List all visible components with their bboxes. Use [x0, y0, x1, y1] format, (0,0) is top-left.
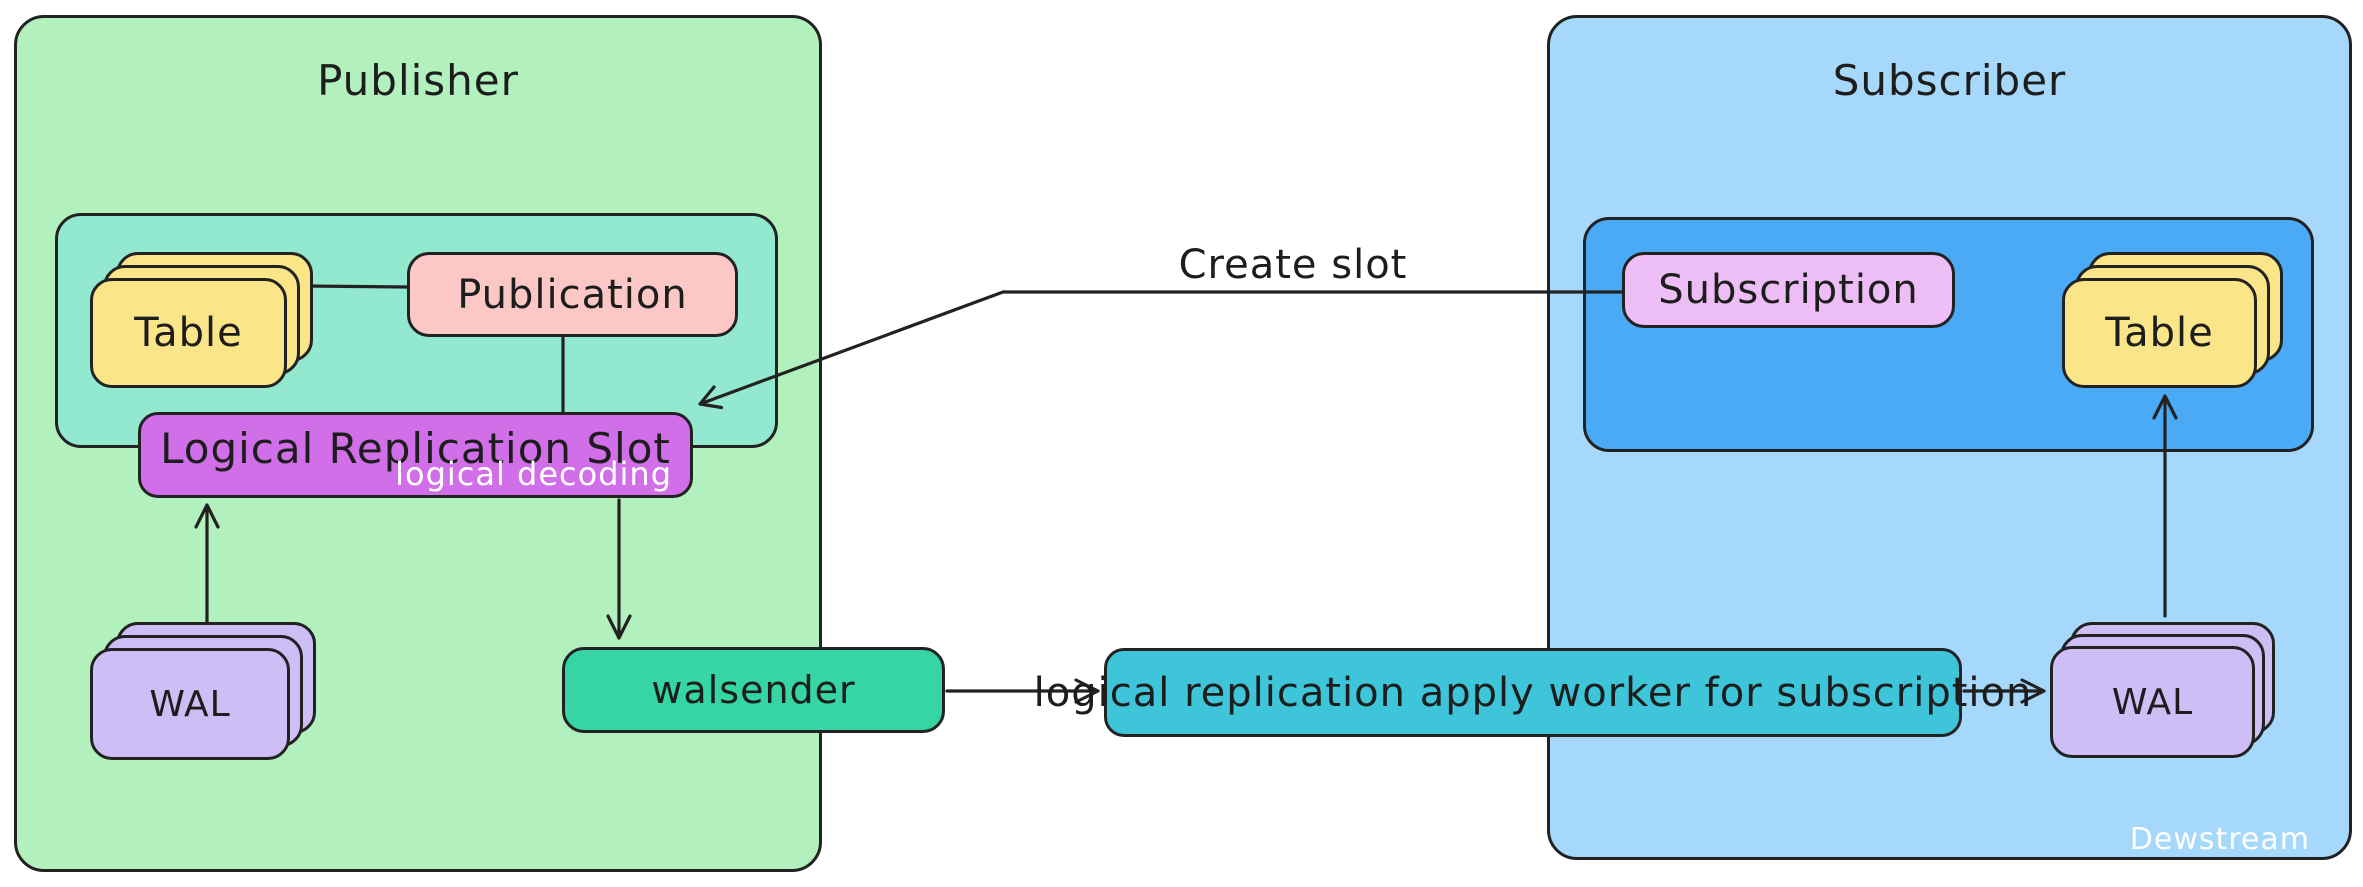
- table-card-front: Table: [2062, 278, 2257, 388]
- publication-node: Publication: [407, 252, 738, 337]
- walsender-label: walsender: [651, 668, 856, 712]
- table-label: Table: [134, 310, 243, 356]
- publisher-title: Publisher: [317, 56, 519, 105]
- subscription-node: Subscription: [1622, 252, 1955, 328]
- subscriber-title: Subscriber: [1832, 56, 2067, 105]
- subscriber-table-stack: Table: [2062, 252, 2283, 388]
- slot-sublabel: logical decoding: [395, 455, 672, 493]
- wal-card-front: WAL: [90, 648, 290, 760]
- table-card-front: Table: [90, 278, 287, 388]
- slot-label: Logical Replication Slot: [160, 423, 671, 473]
- publication-label: Publication: [457, 271, 688, 318]
- logical-replication-slot-node: Logical Replication Slot logical decodin…: [138, 412, 693, 498]
- publisher-wal-stack: WAL: [90, 622, 316, 760]
- apply-worker-node: logical replication apply worker for sub…: [1034, 648, 2031, 737]
- wal-card-front: WAL: [2050, 646, 2255, 758]
- subscription-label: Subscription: [1658, 267, 1919, 313]
- subscriber-wal-stack: WAL: [2050, 622, 2275, 758]
- walsender-node: walsender: [562, 647, 945, 733]
- arrow-create-slot: [698, 290, 1624, 410]
- wal-label: WAL: [2111, 681, 2194, 723]
- wal-label: WAL: [149, 683, 231, 725]
- create-slot-label: Create slot: [1178, 242, 1408, 288]
- apply-worker-label: logical replication apply worker for sub…: [1033, 669, 2033, 716]
- publisher-table-stack: Table: [90, 252, 313, 388]
- watermark: Dewstream: [2129, 822, 2310, 857]
- table-label: Table: [2105, 310, 2214, 356]
